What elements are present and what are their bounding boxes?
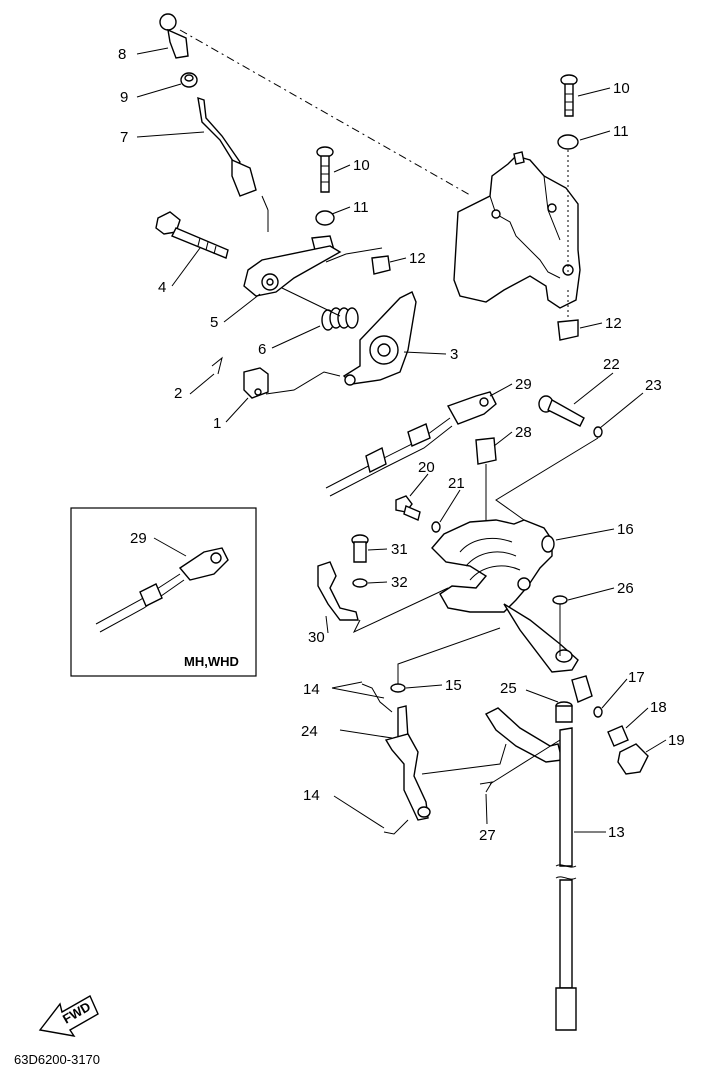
fwd-arrow-icon: FWD (38, 995, 99, 1037)
callout-29: 29 (515, 376, 532, 393)
callout-12-left: 12 (409, 250, 426, 267)
lever-part-5 (243, 245, 342, 297)
callout-16: 16 (617, 521, 634, 538)
callout-labels: 8 9 7 4 5 6 2 1 3 10 11 12 10 11 12 22 2… (118, 46, 685, 844)
bolt-part-31 (351, 534, 369, 563)
clip-part-2 (211, 356, 223, 375)
callout-32: 32 (391, 574, 408, 591)
washer-part-17 (593, 706, 603, 718)
callout-26: 26 (617, 580, 634, 597)
collar-part-12-left (371, 255, 391, 275)
callout-11-left: 11 (353, 199, 369, 216)
callout-10-right: 10 (613, 80, 630, 97)
pin-part-14-upper (361, 683, 393, 713)
bolt-part-20 (395, 495, 421, 521)
callout-29-inset: 29 (130, 530, 147, 547)
pin-part-27 (479, 781, 493, 793)
spring-part-6 (321, 307, 359, 331)
callout-4: 4 (158, 279, 166, 296)
callout-24: 24 (301, 723, 318, 740)
collar-part-12-right (557, 319, 579, 341)
callout-30: 30 (308, 629, 325, 646)
screw-part-10-left (316, 146, 334, 193)
callout-9: 9 (120, 89, 128, 106)
nut-part-11-right (557, 134, 579, 150)
callout-1: 1 (213, 415, 221, 432)
callout-22: 22 (603, 356, 620, 373)
callout-12-right: 12 (605, 315, 622, 332)
callout-15: 15 (445, 677, 462, 694)
bolt-part-4 (155, 211, 229, 259)
bracket-part-16 (431, 519, 593, 703)
callout-25: 25 (500, 680, 517, 697)
callout-11-right: 11 (613, 123, 629, 140)
cam-part-3 (342, 291, 417, 386)
bolt-part-22 (538, 395, 585, 427)
leader-lines (136, 47, 667, 833)
nut-part-9 (180, 72, 198, 88)
inset-model-label: MH,WHD (184, 654, 239, 669)
diagram-code: 63D6200-3170 (14, 1052, 100, 1067)
callout-20: 20 (418, 459, 435, 476)
cable-end-part-8 (159, 13, 189, 59)
washer-part-23 (593, 426, 603, 438)
callout-21: 21 (448, 475, 465, 492)
plug-part-19 (617, 743, 649, 775)
block-part-1 (243, 367, 269, 399)
washer-part-26 (552, 595, 568, 605)
pin-part-14-lower (383, 819, 409, 835)
callout-28: 28 (515, 424, 532, 441)
nut-part-11-left (315, 210, 335, 226)
callout-18: 18 (650, 699, 667, 716)
cable-end-part-29 (446, 391, 497, 425)
washer-part-32 (352, 578, 368, 588)
callout-3: 3 (450, 346, 458, 363)
washer-part-15 (390, 683, 406, 693)
link-plate (484, 707, 563, 763)
collar-part-28 (475, 437, 497, 465)
cable (325, 417, 453, 497)
callout-14-upper: 14 (303, 681, 320, 698)
housing (453, 151, 581, 309)
collar-part-25 (555, 701, 573, 723)
callout-19: 19 (668, 732, 685, 749)
callout-10-left: 10 (353, 157, 370, 174)
shift-rod-part-13 (555, 727, 577, 1031)
callout-6: 6 (258, 341, 266, 358)
callout-7: 7 (120, 129, 128, 146)
callout-5: 5 (210, 314, 218, 331)
callout-14-lower: 14 (303, 787, 320, 804)
arm-part-24 (384, 705, 431, 821)
callout-23: 23 (645, 377, 662, 394)
screw-part-10-right (560, 74, 578, 117)
callout-13: 13 (608, 824, 625, 841)
washer-part-21 (431, 521, 441, 533)
clip-part-30 (317, 561, 359, 621)
callout-31: 31 (391, 541, 408, 558)
callout-17: 17 (628, 669, 645, 686)
inset-box: MH,WHD (70, 507, 257, 677)
callout-2: 2 (174, 385, 182, 402)
callout-8: 8 (118, 46, 126, 63)
rod-part-7 (197, 96, 257, 197)
spring-part-18 (607, 725, 629, 747)
callout-27: 27 (479, 827, 496, 844)
